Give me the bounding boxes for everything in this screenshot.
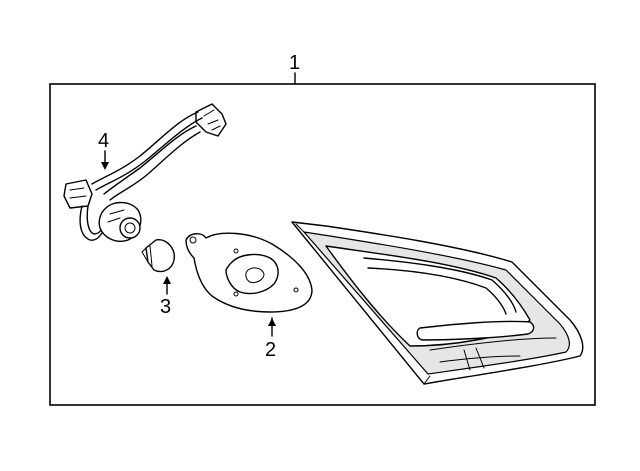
tail-lamp-assembly: [291, 221, 584, 385]
callout-1-label: 1: [289, 52, 300, 74]
bulb: [141, 239, 175, 273]
callout-4-label: 4: [98, 130, 109, 152]
callout-1: 1: [289, 52, 300, 85]
wire-harness: [63, 103, 227, 242]
callout-2-label: 2: [265, 339, 276, 361]
callout-4: 4: [98, 130, 109, 170]
assembly-box: [49, 83, 596, 406]
lamp-gasket: [185, 232, 313, 313]
callout-2: 2: [265, 317, 276, 361]
callout-3: 3: [160, 276, 171, 318]
callout-3-label: 3: [160, 296, 171, 318]
